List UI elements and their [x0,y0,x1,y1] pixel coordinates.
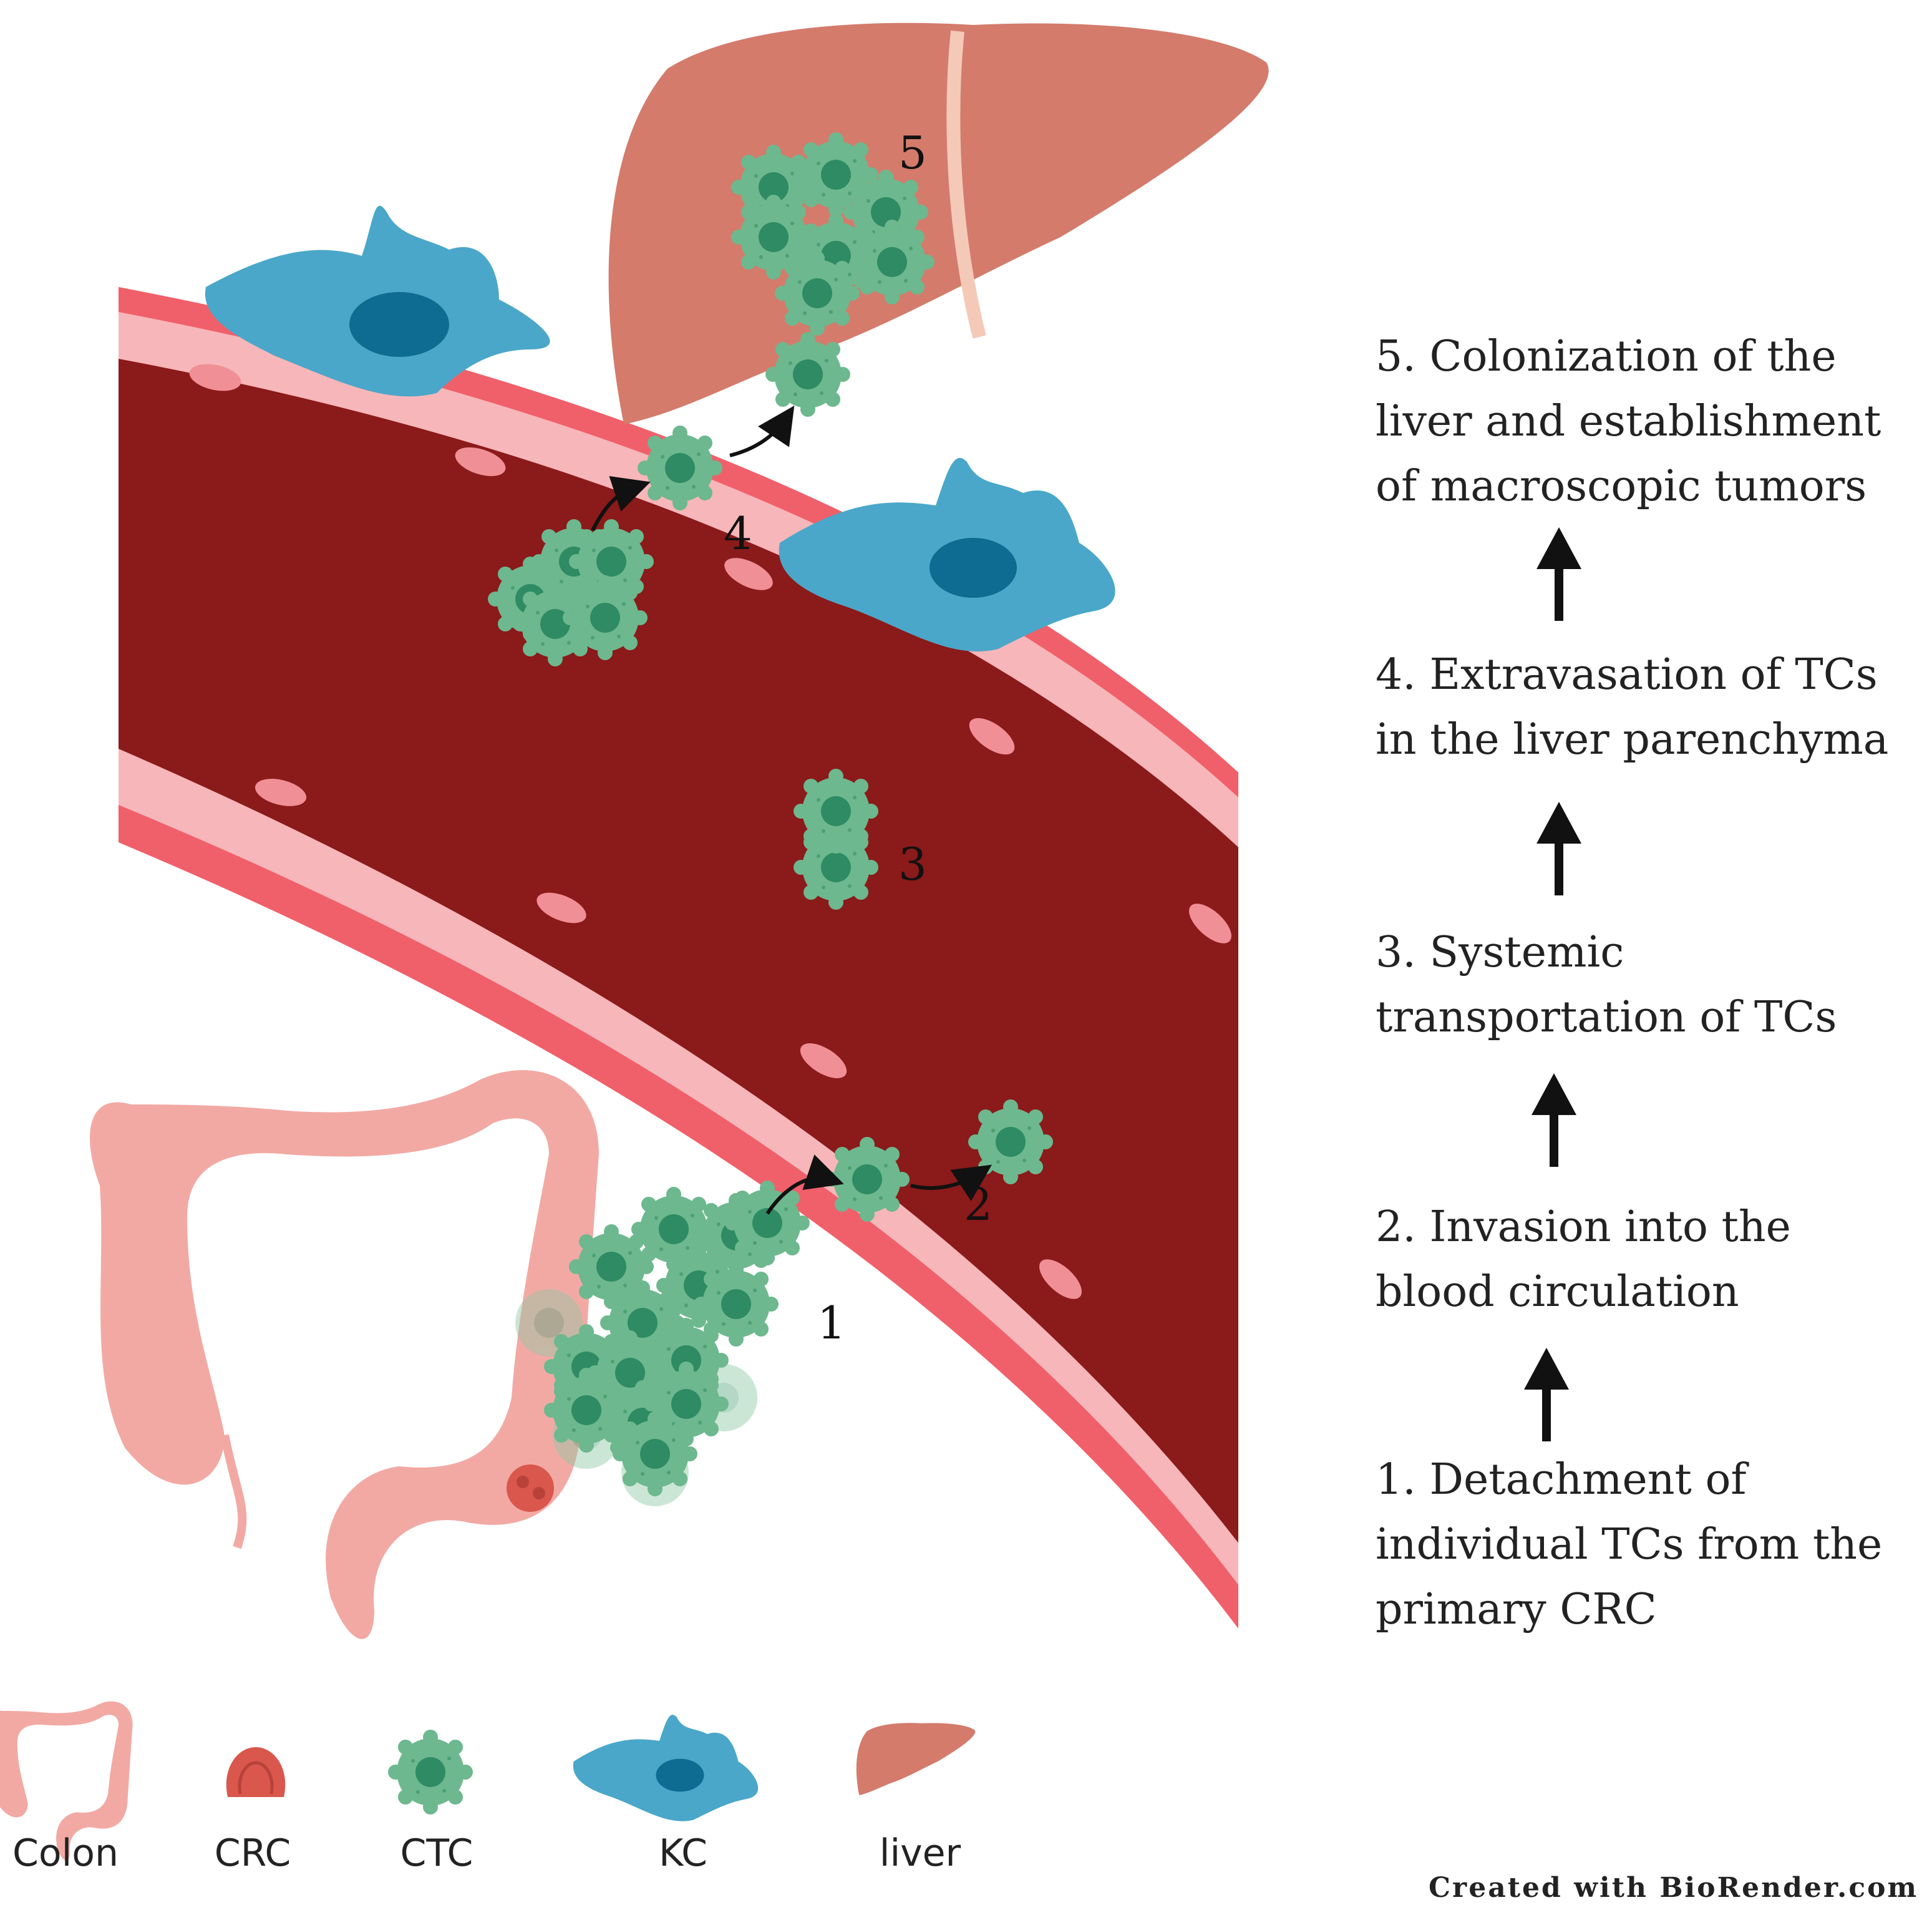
kupffer-cell-bottom [779,457,1115,651]
ctc-circulating-cluster [794,769,878,910]
liver-organ [608,22,1269,425]
stage-arrows [591,406,992,1215]
stage-number-3: 3 [898,838,927,890]
ctc-icon [388,1730,473,1815]
crc-tumor [507,1464,554,1512]
colon-icon [0,1701,133,1861]
stage-number-4: 4 [724,507,752,560]
stage-number-5: 5 [898,127,927,179]
flow-arrow-4-to-5 [1536,527,1581,621]
legend-label-ctc: CTC [400,1831,473,1875]
ctc-extravasating [638,426,722,510]
legend-label-colon: Colon [12,1831,119,1875]
liver-icon [856,1723,976,1795]
kupffer-cell-top [205,205,550,397]
step-3-text: 3. Systemic transportation of TCs [1376,928,1837,1042]
step-5-text: 5. Colonization of the liver and establi… [1376,332,1881,511]
step-1-text: 1. Detachment of individual TCs from the… [1376,1455,1883,1634]
kc-icon [573,1715,759,1821]
legend-label-liver: liver [879,1831,961,1875]
step-4-text: 4. Extravasation of TCs in the liver par… [1376,650,1889,764]
flow-arrows [1524,527,1581,1441]
ctc-in-blood [968,1099,1053,1184]
ctc-entering-liver [765,332,850,417]
legend-label-crc: CRC [214,1831,291,1875]
colon-organ [90,1070,599,1639]
legend-label-kc: KC [659,1831,707,1875]
ctc-invading [825,1137,910,1222]
step-2-text: 2. Invasion into the blood circulation [1376,1202,1791,1317]
crc-icon [226,1747,286,1797]
vessel-lumen [119,359,1238,1543]
flow-arrow-3-to-4 [1536,802,1581,895]
flow-arrow-2-to-3 [1532,1073,1576,1167]
stage-number-2: 2 [964,1178,993,1230]
stage-number-1: 1 [817,1297,846,1349]
flow-arrow-1-to-2 [1524,1348,1569,1441]
biorender-credit: Created with BioRender.com [1429,1872,1919,1904]
